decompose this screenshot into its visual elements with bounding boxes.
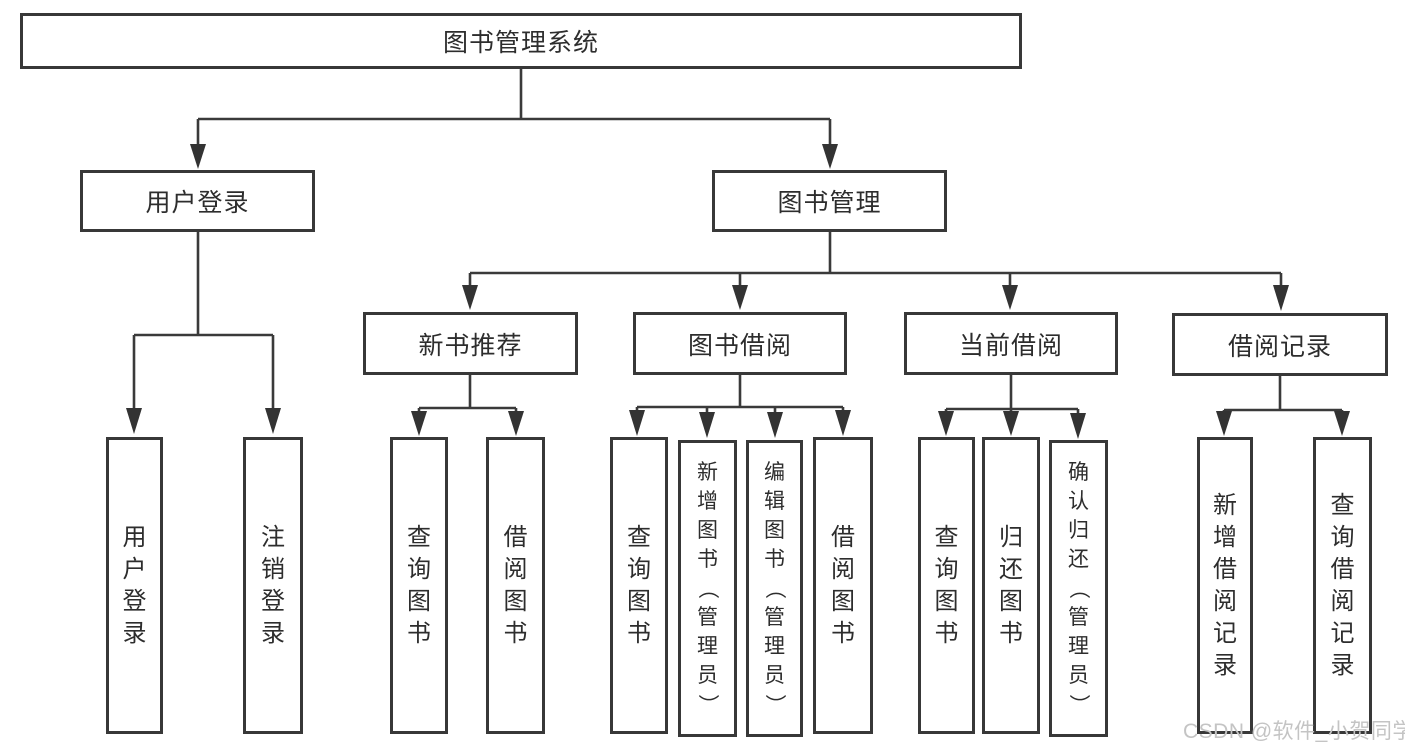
node-new-book-recommendation: 新书推荐 — [363, 312, 578, 375]
leaf-borrow-books-recommend: 借阅图书 — [486, 437, 545, 734]
leaf-confirm-return-admin: 确认归还（管理员） — [1049, 440, 1108, 737]
leaf-return-books: 归还图书 — [982, 437, 1040, 734]
leaf-label: 查询图书 — [627, 523, 651, 647]
leaf-add-borrow-record: 新增借阅记录 — [1197, 437, 1253, 734]
leaf-label: 查询图书 — [407, 523, 431, 647]
leaf-query-borrow-record: 查询借阅记录 — [1313, 437, 1372, 734]
leaf-user-login: 用户登录 — [106, 437, 163, 734]
leaf-borrow-books: 借阅图书 — [813, 437, 873, 734]
leaf-query-books-current: 查询图书 — [918, 437, 975, 734]
leaf-label: 注销登录 — [261, 523, 285, 647]
node-borrowing-records: 借阅记录 — [1172, 313, 1388, 376]
node-library-management-system: 图书管理系统 — [20, 13, 1022, 69]
node-book-management: 图书管理 — [712, 170, 947, 232]
leaf-label: 编辑图书（管理员） — [763, 461, 786, 715]
leaf-label: 归还图书 — [999, 523, 1023, 647]
leaf-label: 用户登录 — [122, 523, 147, 647]
leaf-edit-book-admin: 编辑图书（管理员） — [746, 440, 803, 737]
leaf-label: 借阅图书 — [831, 523, 855, 647]
leaf-query-books-borrow: 查询图书 — [610, 437, 668, 734]
leaf-label: 查询借阅记录 — [1330, 491, 1355, 679]
leaf-label: 查询图书 — [934, 523, 959, 647]
leaf-label: 借阅图书 — [503, 523, 528, 647]
node-current-borrowing: 当前借阅 — [904, 312, 1118, 375]
node-user-login: 用户登录 — [80, 170, 315, 232]
leaf-label: 新增借阅记录 — [1213, 491, 1237, 679]
node-book-borrowing: 图书借阅 — [633, 312, 847, 375]
leaf-label: 新增图书（管理员） — [696, 461, 719, 715]
leaf-logout: 注销登录 — [243, 437, 303, 734]
leaf-query-books-recommend: 查询图书 — [390, 437, 448, 734]
csdn-watermark: CSDN @软件_小贺同学 — [1183, 720, 1405, 743]
leaf-label: 确认归还（管理员） — [1067, 461, 1090, 715]
leaf-add-book-admin: 新增图书（管理员） — [678, 440, 737, 737]
